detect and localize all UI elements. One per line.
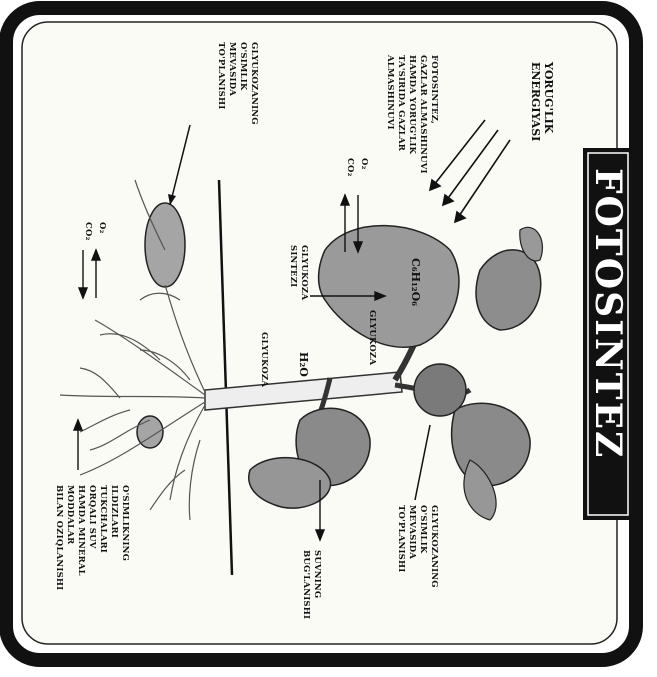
label-root-co2: CO₂ <box>83 222 93 241</box>
label-glucose-fruit-line-1: GLYUKOZANING <box>429 505 439 588</box>
fruit-top <box>414 364 466 416</box>
label-transpiration-line-1: SUVNING <box>312 550 322 598</box>
label-glucose-tuber-line-3: MEVASIDA <box>227 42 237 96</box>
title: FOTOSINTEZ <box>587 168 629 459</box>
label-glucose-fruit-line-3: MEVASIDA <box>407 505 417 559</box>
label-light-energy-line-2: ENERGIYASI <box>529 62 542 141</box>
label-glucose-stem: GLYUKOZA <box>367 310 377 365</box>
label-water: H₂O <box>297 352 310 377</box>
svg-text:GLYUKOZA: GLYUKOZA <box>259 332 269 387</box>
label-glucose-fruit-line-2: O'SIMLIK <box>418 505 428 554</box>
label-photosynthesis-gas-line-2: GAZLAR ALMASHINUVI <box>418 55 428 174</box>
label-root-nutrition-line-6: MODDALAR <box>65 485 75 545</box>
svg-text:H₂O: H₂O <box>297 352 310 377</box>
label-root-nutrition-line-4: ORQALI SUV <box>87 485 97 549</box>
label-glucose-root: GLYUKOZA <box>259 332 269 387</box>
tuber-left <box>145 203 185 287</box>
label-light-energy-line-1: YORUG'LIK <box>542 61 555 134</box>
svg-text:C₆H₁₂O₆: C₆H₁₂O₆ <box>409 258 422 306</box>
label-photosynthesis-gas-line-5: ALMASHINUVI <box>385 54 395 130</box>
label-leaf-o2: O₂ <box>359 158 369 170</box>
label-glucose-synthesis-line-1: GLYUKOZA <box>299 245 309 300</box>
label-root-nutrition-line-3: TUKCHALARI <box>98 485 108 553</box>
label-glucose-tuber-line-1: GLYUKOZANING <box>249 42 259 125</box>
label-glucose-fruit-line-4: TO'PLANISHI <box>396 505 406 572</box>
svg-text:GLYUKOZA: GLYUKOZA <box>367 310 377 365</box>
label-root-nutrition-line-7: BILAN OZIQLANISHI <box>54 485 64 590</box>
label-transpiration-line-2: BUG'LANISHI <box>301 550 311 619</box>
label-photosynthesis-gas-line-1: FOTOSINTEZ, <box>429 55 439 124</box>
label-root-nutrition-line-2: ILDIZLARI <box>109 485 119 538</box>
label-glucose-synthesis-line-2: SINTEZI <box>288 245 298 287</box>
label-photosynthesis-gas-line-3: HAMDA YORUG'LIK <box>407 55 417 155</box>
label-leaf-co2: CO₂ <box>345 158 355 177</box>
label-light-energy: YORUG'LIK ENERGIYASI <box>529 61 555 141</box>
label-root-nutrition-line-1: O'SIMLIKNING <box>120 485 130 561</box>
label-glucose-tuber-line-2: O'SIMLIK <box>238 42 248 91</box>
label-root-nutrition-line-5: HAMDA MINERAL <box>76 485 86 576</box>
label-photosynthesis-gas-line-4: TA'SIRIDA GAZLAR <box>396 55 406 152</box>
label-root-o2: O₂ <box>97 222 107 234</box>
label-glucose-formula: C₆H₁₂O₆ <box>409 258 422 306</box>
label-glucose-tuber-line-4: TO'PLANISHI <box>216 42 226 109</box>
